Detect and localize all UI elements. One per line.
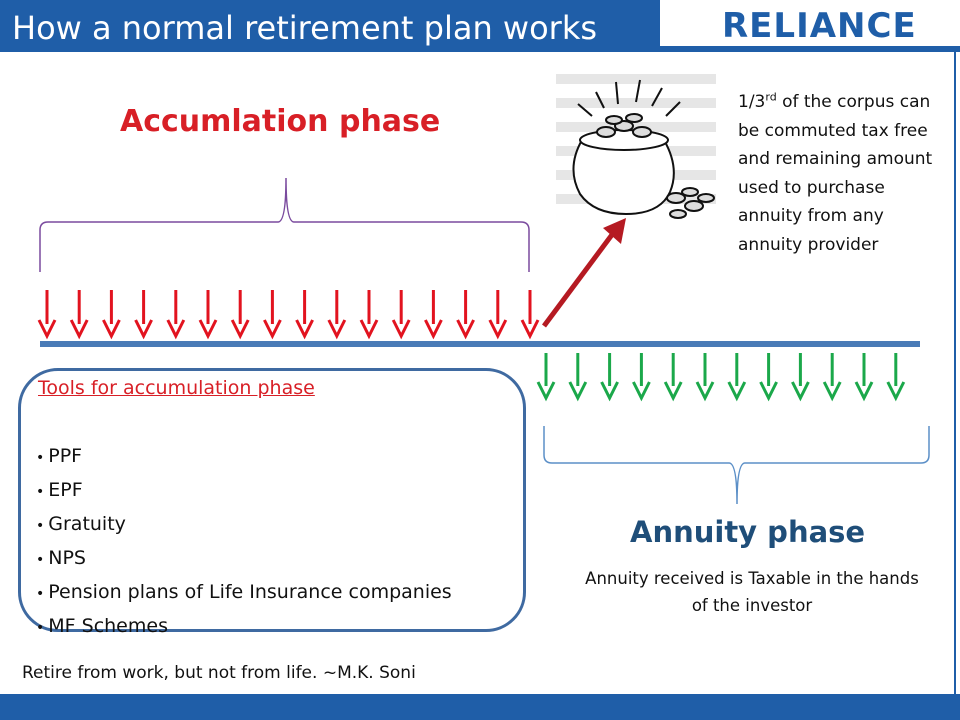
tool-item-label: EPF	[48, 479, 83, 501]
annuity-phase-title: Annuity phase	[630, 515, 866, 549]
bullet-icon: •	[36, 620, 45, 636]
payout-arrow	[663, 353, 683, 402]
tool-item-label: Gratuity	[48, 513, 126, 535]
tool-item: •EPF	[36, 474, 452, 508]
contribution-arrow	[488, 290, 508, 340]
header: How a normal retirement plan works RELIA…	[0, 0, 960, 62]
contribution-arrow	[391, 290, 411, 340]
payout-arrow	[600, 353, 619, 402]
contribution-arrow	[230, 290, 250, 340]
payout-arrows	[536, 353, 906, 402]
payout-arrow	[854, 353, 874, 402]
tool-item: •PPF	[36, 440, 452, 474]
contribution-arrow	[456, 290, 475, 340]
tool-item-label: MF Schemes	[48, 615, 168, 637]
corpus-note: 1/3rd of the corpus can be commuted tax …	[738, 88, 938, 259]
logo-text: RELIANCE	[722, 6, 917, 46]
contribution-arrow	[327, 290, 347, 340]
bullet-icon: •	[36, 586, 45, 602]
header-accent-bar	[660, 46, 960, 52]
payout-arrow	[759, 353, 778, 402]
tool-item-label: PPF	[48, 445, 83, 467]
slide-right-border	[954, 52, 956, 694]
contribution-arrow	[166, 290, 186, 340]
tool-item: •MF Schemes	[36, 610, 452, 644]
tool-item-label: NPS	[48, 547, 86, 569]
contribution-arrow	[263, 290, 282, 340]
pot-of-gold-icon	[556, 74, 716, 219]
corpus-ordinal-suffix: rd	[765, 90, 777, 104]
bullet-icon: •	[36, 518, 45, 534]
tool-item-label: Pension plans of Life Insurance companie…	[48, 581, 452, 603]
bullet-icon: •	[36, 484, 45, 500]
contribution-arrows	[37, 290, 540, 340]
footer-bar	[0, 694, 960, 720]
page-title: How a normal retirement plan works	[12, 9, 598, 47]
tool-item: •Gratuity	[36, 508, 452, 542]
contribution-arrow	[359, 290, 379, 340]
corpus-fraction: 1/3	[738, 92, 766, 112]
tool-item: •NPS	[36, 542, 452, 576]
contribution-arrow	[424, 290, 443, 340]
payout-arrow	[822, 353, 842, 402]
accumulation-phase-title: Accumlation phase	[120, 104, 441, 139]
payout-arrow	[632, 353, 651, 402]
tool-item: •Pension plans of Life Insurance compani…	[36, 576, 452, 610]
footer-quote: Retire from work, but not from life. ~M.…	[22, 663, 416, 683]
bullet-icon: •	[36, 552, 45, 568]
contribution-arrow	[134, 290, 153, 340]
tools-box	[18, 368, 526, 632]
reliance-logo: RELIANCE	[722, 8, 917, 44]
contribution-arrow	[69, 290, 89, 340]
corpus-note-text: of the corpus can be commuted tax free a…	[738, 92, 933, 255]
annuity-brace	[543, 426, 930, 505]
tools-title: Tools for accumulation phase	[38, 377, 315, 399]
contribution-arrow	[198, 290, 218, 340]
payout-arrow	[695, 353, 715, 402]
bullet-icon: •	[36, 450, 45, 466]
title-bar: How a normal retirement plan works	[0, 0, 660, 52]
payout-arrow	[536, 353, 556, 402]
contribution-arrow	[295, 290, 314, 340]
payout-arrow	[886, 353, 906, 402]
accumulation-brace	[39, 177, 530, 272]
payout-arrow	[568, 353, 588, 402]
corpus-arrow	[541, 218, 626, 328]
tools-list: •PPF•EPF•Gratuity•NPS•Pension plans of L…	[36, 440, 452, 644]
contribution-arrow	[37, 290, 57, 340]
annuity-note: Annuity received is Taxable in the hands…	[585, 569, 919, 615]
contribution-arrow	[520, 290, 540, 340]
payout-arrow	[727, 353, 747, 402]
contribution-arrow	[102, 290, 121, 340]
payout-arrow	[791, 353, 810, 402]
